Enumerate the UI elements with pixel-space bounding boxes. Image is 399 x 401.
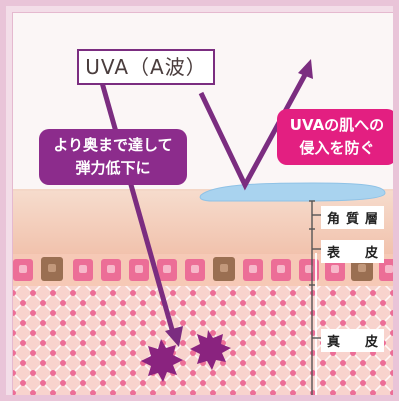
deep-penetration-callout: より奥まで達して 弾力低下に [39, 129, 187, 185]
diagram-canvas: UVA（A波） より奥まで達して 弾力低下に UVAの肌への 侵入を防ぐ 角質層… [12, 12, 393, 395]
deep-callout-line2: 弾力低下に [75, 159, 151, 177]
deep-callout-line1: より奥まで達して [53, 136, 173, 154]
penetrating-uva-arrow [98, 78, 176, 334]
sunscreen-film [199, 182, 386, 202]
epidermis-label: 表 皮 [321, 240, 385, 263]
uva-label-box: UVA（A波） [77, 49, 215, 85]
block-callout-line1: UVAの肌への [289, 116, 385, 134]
penetrating-uva-arrowhead [165, 326, 183, 347]
stratum-corneum-label: 角質層 [321, 206, 385, 229]
damage-star-left [141, 339, 183, 382]
damage-star-right [190, 330, 231, 370]
layer-bracket [309, 200, 322, 395]
dermis-label: 真 皮 [321, 329, 385, 352]
block-callout-line2: 侵入を防ぐ [299, 139, 375, 157]
block-uva-callout: UVAの肌への 侵入を防ぐ [277, 109, 393, 165]
blocked-uva-arrowhead [298, 59, 313, 79]
epidermis-cells [13, 257, 393, 281]
